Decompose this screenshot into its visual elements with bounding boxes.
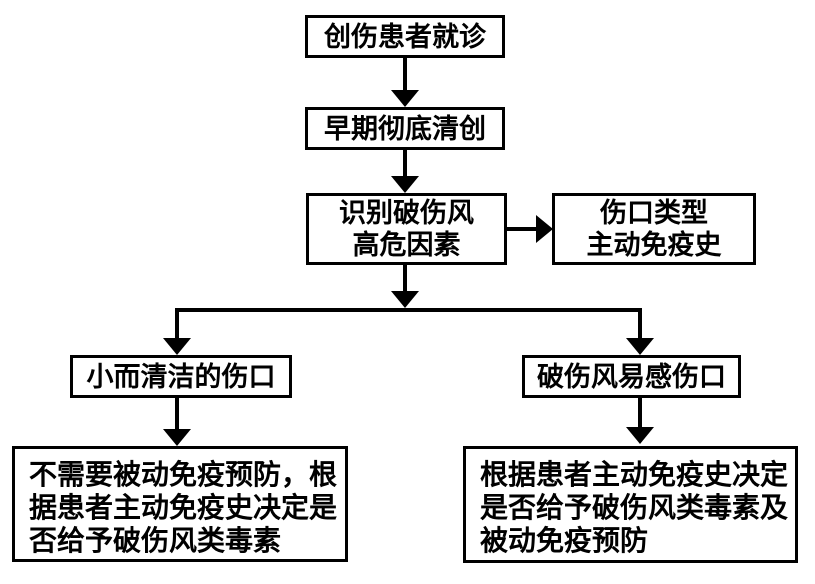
node-debridement-label: 早期彻底清创 xyxy=(324,113,486,144)
node-wound-assessment-line2: 主动免疫史 xyxy=(586,230,722,260)
arrowhead-down-icon xyxy=(626,338,654,355)
arrowhead-down-icon xyxy=(163,338,191,355)
node-identify-risk: 识别破伤风 高危因素 xyxy=(306,193,507,265)
node-prone-wound-label: 破伤风易感伤口 xyxy=(537,361,726,392)
connector-trauma-to-debridement xyxy=(403,57,407,91)
node-wound-assessment: 伤口类型 主动免疫史 xyxy=(552,193,756,265)
node-debridement: 早期彻底清创 xyxy=(305,107,505,150)
node-clean-wound-label: 小而清洁的伤口 xyxy=(86,361,276,392)
connector-clean-wound-to-action xyxy=(175,398,179,430)
node-prone-wound: 破伤风易感伤口 xyxy=(522,355,741,398)
arrowhead-down-icon xyxy=(391,176,419,193)
arrowhead-down-icon xyxy=(391,291,419,308)
connector-debridement-to-identify xyxy=(403,150,407,177)
branch-split-line xyxy=(175,308,642,312)
node-wound-assessment-line1: 伤口类型 xyxy=(600,198,708,228)
arrowhead-down-icon xyxy=(391,90,419,107)
arrowhead-down-icon xyxy=(163,429,191,446)
connector-branch-to-clean-wound xyxy=(175,308,179,339)
node-clean-wound: 小而清洁的伤口 xyxy=(70,355,292,398)
node-trauma-visit-label: 创伤患者就诊 xyxy=(324,21,486,52)
node-prone-wound-action: 根据患者主动免疫史决定是否给予破伤风类毒素及被动免疫预防 xyxy=(463,446,798,563)
arrowhead-down-icon xyxy=(626,427,654,444)
node-trauma-visit: 创伤患者就诊 xyxy=(305,15,505,58)
node-identify-risk-line2: 高危因素 xyxy=(352,230,461,260)
connector-branch-to-prone-wound xyxy=(638,308,642,339)
connector-identify-to-branch xyxy=(403,265,407,292)
node-clean-wound-action: 不需要被动免疫预防，根据患者主动免疫史决定是否给予破伤风类毒素 xyxy=(12,446,348,562)
arrowhead-right-icon xyxy=(536,215,553,243)
connector-identify-to-wound-assessment xyxy=(507,227,538,231)
node-identify-risk-line1: 识别破伤风 xyxy=(339,198,474,228)
connector-prone-wound-to-action xyxy=(638,397,642,428)
